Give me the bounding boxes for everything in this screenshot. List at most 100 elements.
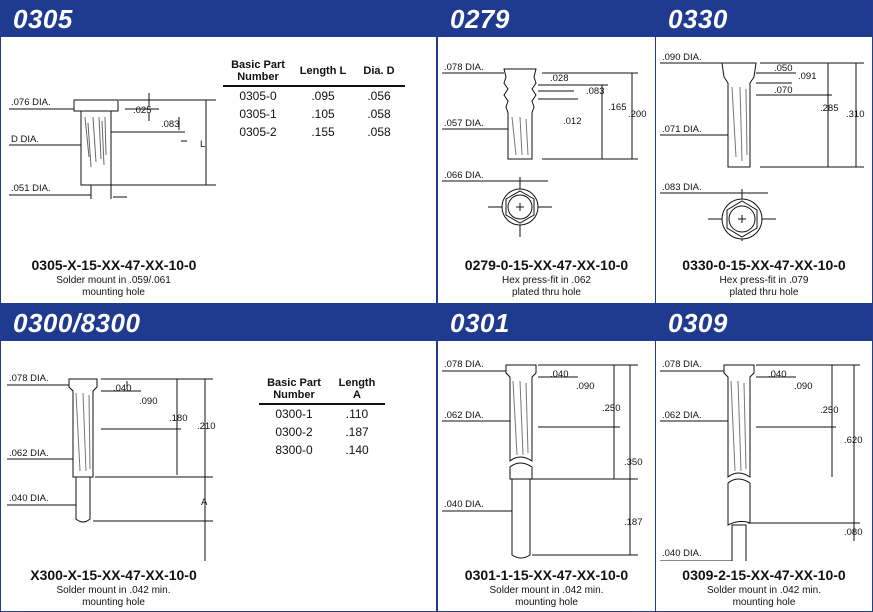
description-line-1: Solder mount in .042 min. bbox=[707, 585, 821, 596]
parts-table-0305: Basic Part Number Length L Dia. D 0305-0… bbox=[223, 59, 405, 141]
cell: .056 bbox=[367, 89, 391, 103]
panel-title: 0309 bbox=[668, 308, 728, 338]
part-number: 0330-0-15-XX-47-XX-10-0 bbox=[682, 257, 846, 273]
dim-040: .040 bbox=[550, 369, 569, 380]
dim-090: .090 bbox=[139, 396, 158, 407]
part-number: 0301-1-15-XX-47-XX-10-0 bbox=[464, 567, 629, 583]
description-line-1: Hex press-fit in .062 bbox=[502, 275, 591, 286]
cell: 0300-1 bbox=[275, 407, 313, 421]
table-row: 8300-0 .140 bbox=[259, 441, 385, 459]
dim-012: .012 bbox=[563, 116, 582, 127]
label-head-dia: .090 DIA. bbox=[662, 52, 702, 63]
dim-050: .050 bbox=[774, 63, 793, 74]
panel-title: 0301 bbox=[450, 308, 510, 338]
panel-0300-8300: 0300/8300 .078 DIA. .062 DIA. .040 DIA. … bbox=[0, 304, 437, 612]
dim-070: .070 bbox=[774, 85, 793, 96]
part-number: 0305-X-15-XX-47-XX-10-0 bbox=[31, 257, 197, 273]
dim-350: .350 bbox=[624, 457, 643, 468]
cell: 0300-2 bbox=[275, 425, 313, 439]
table-header: Length L bbox=[293, 59, 353, 87]
table-row: 0305-0 .095 .056 bbox=[223, 86, 405, 105]
label-head-dia: .078 DIA. bbox=[444, 359, 484, 370]
panel-header-0300-8300: 0300/8300 bbox=[1, 305, 436, 341]
label-hex-dia: .066 DIA. bbox=[444, 170, 484, 181]
panel-header-0309: 0309 bbox=[656, 305, 872, 341]
panel-0301: 0301 .078 DIA. .062 DIA. .040 DIA. .040 … bbox=[437, 304, 656, 612]
description-line-1: Solder mount in .059/.061 bbox=[56, 275, 171, 286]
panel-title: 0330 bbox=[668, 4, 728, 34]
table-header: Basic Part Number bbox=[259, 377, 329, 405]
panel-title: 0300/8300 bbox=[13, 308, 141, 338]
dim-090: .090 bbox=[576, 381, 595, 392]
cell: .155 bbox=[311, 125, 335, 139]
label-body-dia: .062 DIA. bbox=[444, 410, 484, 421]
drawing-0309: .078 DIA. .062 DIA. .040 DIA. .040 .090 … bbox=[660, 359, 863, 561]
label-d-dia: D DIA. bbox=[11, 134, 39, 145]
dim-L: L bbox=[200, 139, 205, 150]
dim-040: .040 bbox=[113, 383, 132, 394]
label-hex-dia: .083 DIA. bbox=[662, 182, 702, 193]
dim-025: .025 bbox=[133, 105, 152, 116]
dim-250: .250 bbox=[602, 403, 621, 414]
label-tail-dia: .040 DIA. bbox=[9, 493, 49, 504]
dim-028: .028 bbox=[550, 73, 569, 84]
dim-083: .083 bbox=[161, 119, 180, 130]
cell: .095 bbox=[311, 89, 335, 103]
panel-title: 0305 bbox=[13, 4, 73, 34]
panel-0330: 0330 .090 DIA. .071 DIA. .083 DIA. .050 … bbox=[655, 0, 873, 304]
table-row: 0300-1 .110 bbox=[259, 404, 385, 423]
description-line-1: Solder mount in .042 min. bbox=[489, 585, 604, 596]
panel-0279: 0279 .078 DIA. .057 DIA. .066 DIA. .028 … bbox=[437, 0, 656, 304]
panel-header-0330: 0330 bbox=[656, 1, 872, 37]
label-body-dia: .062 DIA. bbox=[662, 410, 702, 421]
label-tail-dia: .051 DIA. bbox=[11, 183, 51, 194]
dim-A: A bbox=[201, 497, 208, 508]
label-body-dia: .062 DIA. bbox=[9, 448, 49, 459]
dim-200: .200 bbox=[628, 109, 647, 120]
dim-090: .090 bbox=[794, 381, 813, 392]
part-number: 0279-0-15-XX-47-XX-10-0 bbox=[464, 257, 629, 273]
cell: .187 bbox=[345, 425, 369, 439]
panel-header-0305: 0305 bbox=[1, 1, 436, 37]
dim-250: .250 bbox=[820, 405, 839, 416]
drawing-0279: .078 DIA. .057 DIA. .066 DIA. .028 .083 … bbox=[442, 62, 647, 237]
label-head-dia: .076 DIA. bbox=[11, 97, 51, 108]
label-body-dia: .071 DIA. bbox=[662, 124, 702, 135]
drawing-0330: .090 DIA. .071 DIA. .083 DIA. .050 .091 … bbox=[660, 52, 865, 241]
cell: .058 bbox=[367, 125, 391, 139]
label-head-dia: .078 DIA. bbox=[444, 62, 484, 73]
dim-080: .080 bbox=[844, 527, 863, 538]
part-number: 0309-2-15-XX-47-XX-10-0 bbox=[682, 567, 846, 583]
panel-title: 0279 bbox=[450, 4, 510, 34]
panel-header-0301: 0301 bbox=[438, 305, 655, 341]
cell: .058 bbox=[367, 107, 391, 121]
dim-040: .040 bbox=[768, 369, 787, 380]
label-body-dia: .057 DIA. bbox=[444, 118, 484, 129]
table-header: Length A bbox=[329, 377, 385, 405]
cell: 0305-1 bbox=[239, 107, 277, 121]
dim-091: .091 bbox=[798, 71, 817, 82]
panel-0305: 0305 .076 DIA. D DIA. .051 DIA. .025 .08… bbox=[0, 0, 437, 304]
description-line-2: plated thru hole bbox=[729, 287, 799, 298]
cell: 0305-0 bbox=[239, 89, 277, 103]
part-number: X300-X-15-XX-47-XX-10-0 bbox=[30, 567, 197, 583]
label-head-dia: .078 DIA. bbox=[662, 359, 702, 370]
drawing-0305: .076 DIA. D DIA. .051 DIA. .025 .083 L bbox=[9, 93, 216, 199]
dim-285: .285 bbox=[820, 103, 839, 114]
dim-210: .210 bbox=[197, 421, 216, 432]
dim-083: .083 bbox=[586, 86, 605, 97]
dim-187: .187 bbox=[624, 517, 643, 528]
table-row: 0305-1 .105 .058 bbox=[223, 105, 405, 123]
cell: .140 bbox=[345, 443, 369, 457]
dim-620: .620 bbox=[844, 435, 863, 446]
label-head-dia: .078 DIA. bbox=[9, 373, 49, 384]
description-line-2: mounting hole bbox=[82, 597, 145, 608]
cell: .110 bbox=[345, 407, 369, 421]
cell: 8300-0 bbox=[275, 443, 313, 457]
panel-0309: 0309 .078 DIA. .062 DIA. .040 DIA. .040 … bbox=[655, 304, 873, 612]
table-row: 0305-2 .155 .058 bbox=[223, 123, 405, 141]
table-row: 0300-2 .187 bbox=[259, 423, 385, 441]
description-line-1: Solder mount in .042 min. bbox=[56, 585, 171, 596]
description-line-2: mounting hole bbox=[82, 287, 145, 298]
cell: .105 bbox=[311, 107, 335, 121]
